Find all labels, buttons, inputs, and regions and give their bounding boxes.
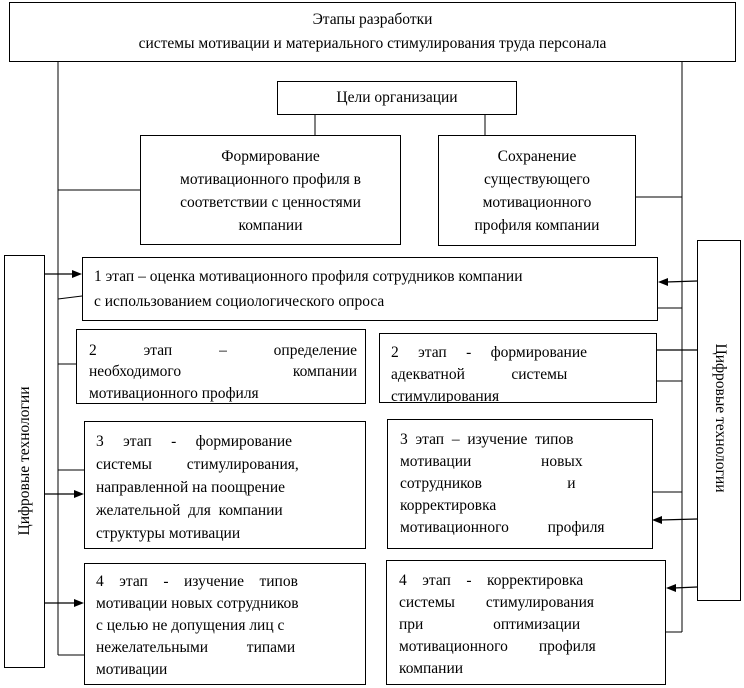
stage2-right-line-2: адекватной системы <box>391 366 568 383</box>
goals-label: Цели организации <box>336 89 458 106</box>
digital-tech-right-box: Цифровые технологии <box>697 240 741 601</box>
goal-right-line-4: профиля компании <box>474 217 600 234</box>
stage3-right-box: 3 этап – изучение типов мотивации новых … <box>387 419 653 549</box>
arrow-right-1 <box>658 278 698 286</box>
stage3-left-line-1: 3 этап - формирование <box>96 433 292 450</box>
digital-tech-left-box: Цифровые технологии <box>4 255 45 668</box>
stage2-left-line-1: 2 этап – определение <box>89 342 357 359</box>
stage2-left-box: 2 этап – определение необходимого компан… <box>76 329 366 404</box>
stage3-right-line-2: мотивации новых <box>400 453 583 470</box>
arrow-left-3 <box>44 599 84 607</box>
goal-left-line-1: Формирование <box>221 148 320 165</box>
stage4-right-line-3: при оптимизации <box>399 616 581 633</box>
goal-left-box: Формирование мотивационного профиля в со… <box>140 135 401 245</box>
stage1-line-2: с использованием социологического опроса <box>94 293 385 310</box>
stage3-left-line-2: системы стимулирования, <box>96 456 299 473</box>
stage4-left-box: 4 этап - изучение типов мотивации новых … <box>84 563 366 685</box>
goal-right-box: Сохранение существующего мотивационного … <box>438 135 636 246</box>
stage4-left-line-4: нежелательными типами <box>96 639 296 656</box>
stage2-right-box: 2 этап - формирование адекватной системы… <box>379 333 657 403</box>
stage4-left-line-5: мотивации <box>96 661 168 678</box>
stage4-right-line-4: мотивационного профиля <box>399 638 596 655</box>
stage1-line-1: 1 этап – оценка мотивационного профиля с… <box>94 268 523 285</box>
stage3-right-line-3: сотрудников и <box>400 475 576 492</box>
stage3-right-line-5: мотивационного профиля <box>400 519 605 536</box>
header-box: Этапы разработки системы мотивации и мат… <box>9 2 736 62</box>
goal-left-line-2: мотивационного профиля в <box>180 171 361 188</box>
stage3-right-line-1: 3 этап – изучение типов <box>400 431 574 448</box>
arrow-left-2 <box>44 490 84 498</box>
stage2-right-line-3: стимулирования <box>391 388 500 402</box>
header-line-1: Этапы разработки <box>312 11 433 28</box>
stage1-box: 1 этап – оценка мотивационного профиля с… <box>82 257 658 321</box>
header-line-2: системы мотивации и материального стимул… <box>138 35 607 52</box>
stage3-left-line-5: структуры мотивации <box>96 525 241 542</box>
stage3-left-box: 3 этап - формирование системы стимулиров… <box>84 421 366 549</box>
stage4-right-line-2: системы стимулирования <box>399 594 594 611</box>
stage4-right-line-1: 4 этап - корректировка <box>399 572 584 589</box>
stage4-right-box: 4 этап - корректировка системы стимулиро… <box>386 560 666 685</box>
goal-right-line-2: существующего <box>484 171 590 188</box>
stage3-left-line-3: направленной на поощрение <box>96 479 286 496</box>
stage4-left-line-2: мотивации новых сотрудников <box>96 595 299 612</box>
arrow-right-4 <box>666 584 698 592</box>
stage3-right-line-4: корректировка <box>400 497 497 514</box>
arrow-left-1 <box>44 270 82 278</box>
digital-tech-left-label: Цифровые технологии <box>16 386 33 536</box>
goal-left-line-3: соответствии с ценностями <box>180 194 361 211</box>
stage3-left-line-4: желательной для компании <box>96 502 283 519</box>
arrow-right-3 <box>652 516 698 524</box>
goal-left-line-4: компании <box>238 217 303 234</box>
digital-tech-right-label: Цифровые технологии <box>712 343 729 493</box>
stage4-right-line-5: компании <box>399 660 464 677</box>
stage2-left-line-2: необходимого компании <box>89 363 357 380</box>
goals-box: Цели организации <box>277 81 517 115</box>
stage2-right-line-1: 2 этап - формирование <box>391 344 587 361</box>
goal-right-line-1: Сохранение <box>497 148 577 165</box>
stage4-left-line-1: 4 этап - изучение типов <box>96 573 298 590</box>
stage2-left-line-3: мотивационного профиля <box>89 385 259 402</box>
stage4-left-line-3: с целью не допущения лиц с <box>96 617 285 634</box>
goal-right-line-3: мотивационного <box>482 194 592 211</box>
